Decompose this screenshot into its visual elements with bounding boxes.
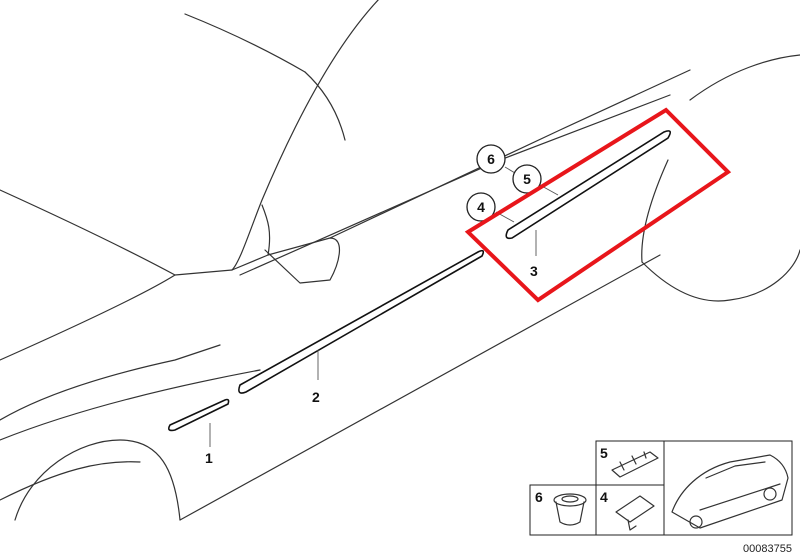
callout-5: 5 [523,171,531,187]
callout-circle-5[interactable] [512,164,542,194]
part-3-molding[interactable] [505,130,672,256]
inset-frame-6 [529,484,597,536]
grommet-6-icon[interactable] [553,493,587,526]
inset-label-4: 4 [600,489,608,505]
callout-1: 1 [205,450,213,466]
callout-2: 2 [312,389,320,405]
callout-3: 3 [530,263,538,279]
highlight-box [464,107,732,303]
inset-frame-4 [595,484,665,536]
callout-circle-4[interactable] [466,192,496,222]
inset-frame-car [663,440,793,536]
part-1-molding[interactable] [168,398,230,448]
callout-circle-6[interactable] [476,144,506,174]
clip-4-icon[interactable] [615,495,655,531]
clip-5-icon[interactable] [611,451,659,478]
callout-6: 6 [487,151,495,167]
diagram-code: 00083755 [743,543,792,555]
inset-label-5: 5 [600,445,608,461]
car-thumbnail-icon [671,454,789,529]
inset-label-6: 6 [535,489,543,505]
inset-panels: 5 4 6 [529,440,793,536]
inset-frame-5 [595,440,665,486]
callout-4: 4 [477,199,485,215]
part-2-molding[interactable] [238,249,485,394]
